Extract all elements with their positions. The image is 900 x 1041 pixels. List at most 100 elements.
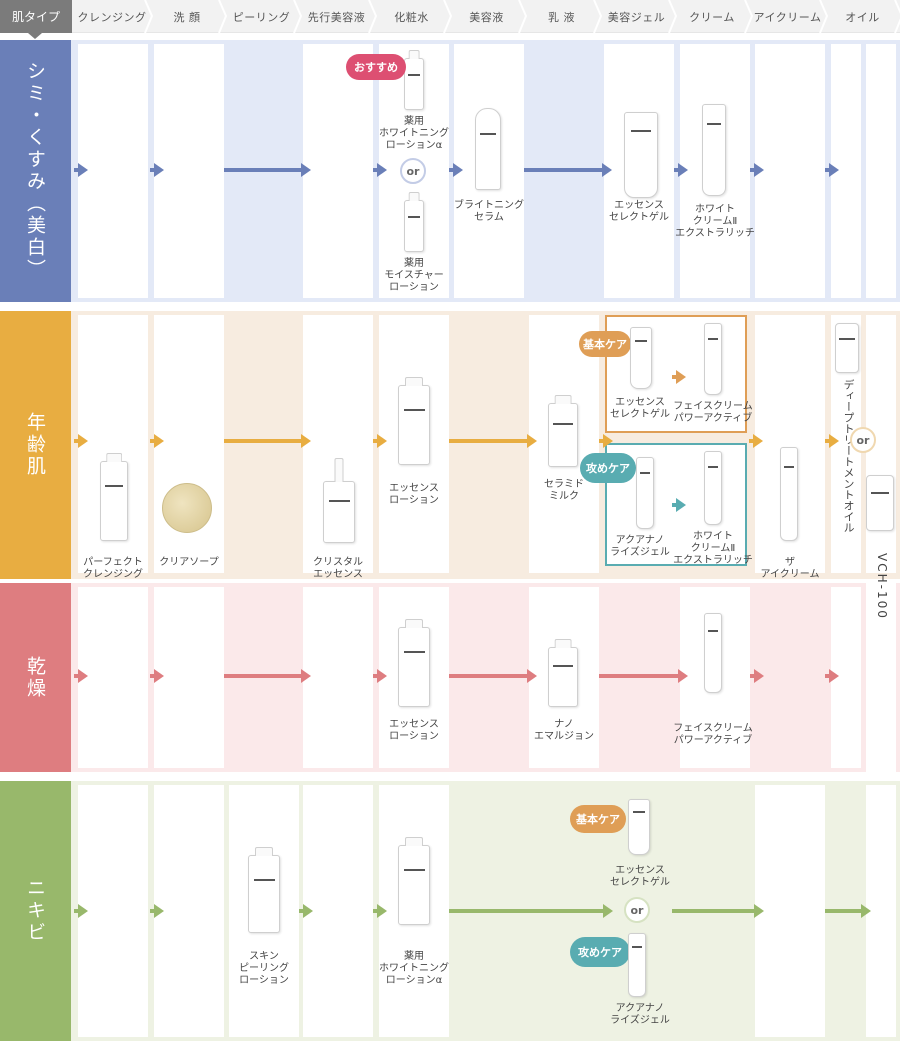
product-image <box>780 447 798 541</box>
recommend-badge: おすすめ <box>346 54 406 80</box>
slot-eye <box>755 785 825 1037</box>
flow-arrow <box>599 669 688 683</box>
step-divider <box>593 0 603 34</box>
step-divider <box>144 0 154 34</box>
step-header-5: 美容液 <box>469 10 504 24</box>
step-header-4: 化粧水 <box>394 10 429 24</box>
band-blemish: シミ・くすみ（美白） おすすめ 薬用ホワイトニングローションα or 薬用モイス… <box>0 40 900 302</box>
product-image <box>398 619 430 707</box>
flow-arrow <box>825 163 839 177</box>
product-image <box>624 112 658 198</box>
attack-care-badge: 攻めケア <box>570 937 630 967</box>
product-label[interactable]: ブライトニングセラム <box>454 200 524 223</box>
product-label[interactable]: エッセンスローション <box>389 719 439 742</box>
step-header-6: 乳 液 <box>548 10 575 24</box>
flow-arrow <box>825 669 839 683</box>
product-image <box>704 323 722 395</box>
band-label-aging: 年齢肌 <box>0 311 71 579</box>
band-label-dry: 乾燥 <box>0 583 71 772</box>
basic-care-badge: 基本ケア <box>579 331 631 357</box>
product-label[interactable]: セラミドミルク <box>544 479 584 502</box>
flow-arrow <box>74 163 88 177</box>
flow-arrow <box>74 434 88 448</box>
product-image <box>704 613 722 693</box>
band-dry: 乾燥 エッセンスローション ナノエマルジョン フェイスクリームパワーアクティブ … <box>0 553 900 772</box>
flow-arrow <box>224 669 311 683</box>
slot-pre-essence <box>303 587 373 768</box>
product-label[interactable]: ディープトリートメントオイル <box>842 379 855 533</box>
product-label[interactable]: 薬用ホワイトニングローションα <box>379 116 449 151</box>
flow-arrow <box>750 669 764 683</box>
product-image <box>835 323 859 373</box>
flow-arrow <box>599 434 613 448</box>
flow-arrow <box>524 163 612 177</box>
band-aging: 年齢肌 パーフェクトクレンジング クリアソープ クリスタルエッセンス エッセンス… <box>0 311 900 580</box>
step-header-3: 先行美容液 <box>307 10 366 24</box>
flow-arrow <box>825 434 839 448</box>
step-divider <box>668 0 678 34</box>
flow-arrow <box>672 904 764 918</box>
product-label[interactable]: ナノエマルジョン <box>534 719 594 742</box>
or-badge: or <box>850 427 876 453</box>
flow-arrow <box>750 163 764 177</box>
step-header-7: 美容ジェル <box>607 10 666 24</box>
step-header-8: クリーム <box>689 10 735 24</box>
product-label[interactable]: VCH-100 <box>875 553 889 620</box>
product-label[interactable]: フェイスクリームパワーアクティブ <box>673 401 753 424</box>
product-label[interactable]: クリスタルエッセンス <box>313 557 363 580</box>
product-image <box>162 483 212 533</box>
product-label[interactable]: パーフェクトクレンジング <box>83 557 143 580</box>
skin-type-header: 肌タイプ <box>0 0 72 39</box>
basic-care-badge: 基本ケア <box>570 805 626 833</box>
product-image <box>628 799 650 855</box>
step-divider <box>293 0 303 34</box>
band-label-acne: ニキビ <box>0 781 71 1041</box>
product-label[interactable]: 薬用モイスチャーローション <box>384 258 444 293</box>
product-image <box>636 457 654 529</box>
flow-arrow <box>449 163 463 177</box>
product-image <box>866 475 894 531</box>
product-image <box>630 327 652 389</box>
step-divider <box>368 0 378 34</box>
product-image <box>628 933 646 997</box>
slot-cleansing <box>78 785 148 1037</box>
slot-oil-b <box>866 44 896 298</box>
product-image <box>404 50 424 110</box>
flow-arrow <box>74 904 88 918</box>
flow-arrow <box>299 904 313 918</box>
flow-arrow <box>672 498 686 512</box>
product-label[interactable]: スキンピーリングローション <box>239 951 289 986</box>
or-badge: or <box>624 897 650 923</box>
product-label[interactable]: フェイスクリームパワーアクティブ <box>673 723 753 746</box>
product-label[interactable]: エッセンスセレクトゲル <box>610 865 670 888</box>
or-badge: or <box>400 158 426 184</box>
product-label[interactable]: ザアイクリーム <box>760 557 820 580</box>
slot-wash <box>154 44 224 298</box>
product-label[interactable]: エッセンスセレクトゲル <box>609 200 669 223</box>
product-image <box>704 451 722 525</box>
flow-arrow <box>150 904 164 918</box>
product-image <box>398 377 430 465</box>
product-label[interactable]: アクアナノライズジェル <box>610 535 670 558</box>
flow-arrow <box>674 163 688 177</box>
step-header-10: オイル <box>845 10 880 24</box>
product-label[interactable]: エッセンスローション <box>389 483 439 506</box>
flow-arrow <box>150 669 164 683</box>
product-label[interactable]: アクアナノライズジェル <box>610 1003 670 1026</box>
slot-pre-essence <box>303 44 373 298</box>
product-image <box>548 639 578 707</box>
flow-arrow <box>150 434 164 448</box>
attack-care-badge: 攻めケア <box>580 453 636 483</box>
product-image <box>548 395 578 467</box>
product-label[interactable]: クリアソープ <box>159 557 219 568</box>
slot-cleansing <box>78 587 148 768</box>
flow-arrow <box>373 163 387 177</box>
step-divider <box>819 0 829 34</box>
product-label[interactable]: エッセンスセレクトゲル <box>610 397 670 420</box>
product-label[interactable]: 薬用ホワイトニングローションα <box>379 951 449 986</box>
slot-wash <box>154 315 224 573</box>
flow-arrow <box>373 434 387 448</box>
step-header-0: クレンジング <box>77 10 147 24</box>
